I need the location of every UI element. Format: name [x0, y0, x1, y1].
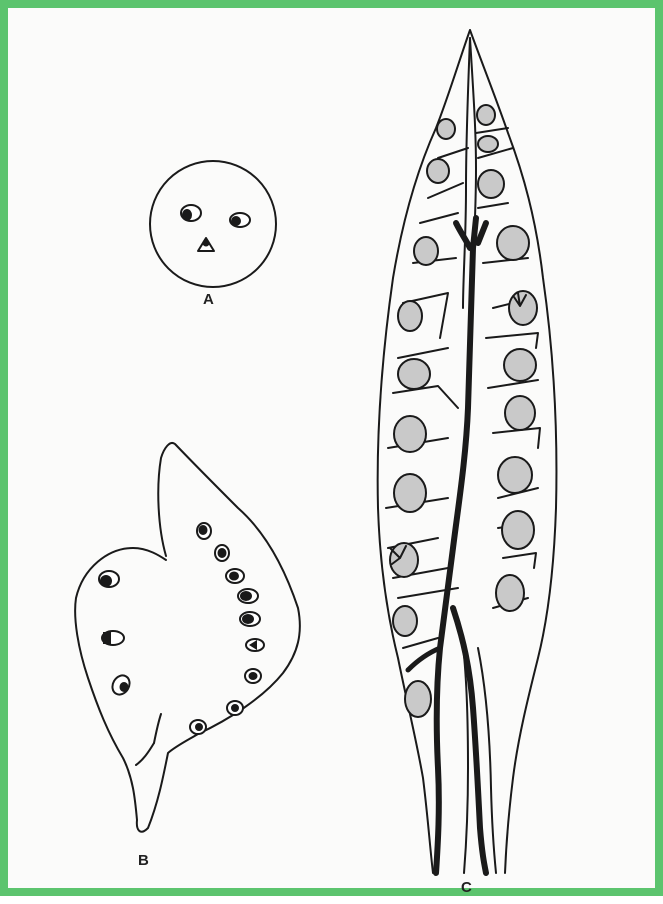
section-b: [75, 443, 300, 832]
cell: [437, 119, 455, 139]
cell: [477, 105, 495, 125]
label-a: A: [203, 291, 214, 308]
cell: [504, 349, 536, 381]
cell: [427, 159, 449, 183]
section-b-bundle: [109, 672, 133, 697]
label-c: C: [461, 879, 472, 896]
section-b-bundle: [190, 720, 206, 734]
cell: [478, 136, 498, 152]
label-b: B: [138, 852, 149, 869]
section-a-bundle: [230, 213, 250, 227]
cell: [394, 474, 426, 512]
section-b-bundle: [226, 569, 244, 583]
section-a-bundle: [181, 205, 201, 221]
cell: [509, 291, 537, 325]
cell: [478, 170, 504, 198]
cell: [414, 237, 438, 265]
section-b-bundle: [227, 701, 243, 715]
section-b-bundle: [238, 589, 258, 603]
section-a-outline: [150, 161, 276, 287]
cell: [498, 457, 532, 493]
section-b-bundle: [215, 545, 229, 561]
section-c: [378, 30, 557, 873]
vascular-strand: [453, 608, 486, 873]
cell: [505, 396, 535, 430]
section-b-bundle: [102, 631, 124, 645]
section-a-bundle: [198, 238, 214, 251]
cell: [398, 301, 422, 331]
section-a: [150, 161, 276, 287]
cell: [398, 359, 430, 389]
cell: [497, 226, 529, 260]
section-b-bundle: [245, 669, 261, 683]
figure-drawing: [8, 8, 663, 904]
section-b-bundle: [240, 612, 260, 626]
cell: [405, 681, 431, 717]
cell: [502, 511, 534, 549]
cell: [496, 575, 524, 611]
cell: [393, 606, 417, 636]
section-b-bundle: [99, 571, 119, 587]
vascular-strand: [436, 218, 476, 873]
section-b-bundle: [197, 523, 211, 539]
cell: [394, 416, 426, 452]
section-b-bundle: [246, 639, 264, 651]
